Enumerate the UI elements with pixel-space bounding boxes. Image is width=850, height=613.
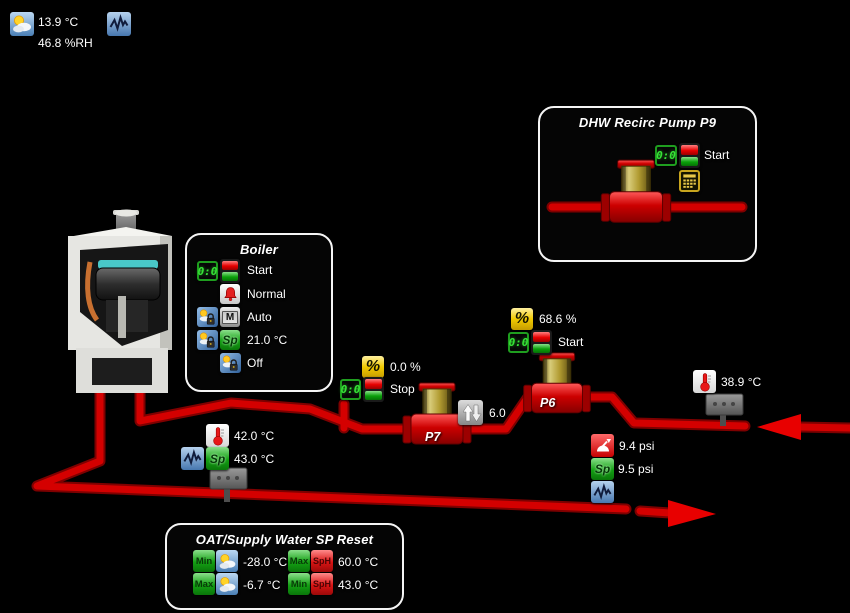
boiler-graphic[interactable] xyxy=(68,209,172,394)
oat-min-icon: Min xyxy=(193,550,215,572)
p7-status-label: Stop xyxy=(390,382,415,396)
p6-run-status-icon xyxy=(531,330,552,355)
flow-arrow-return xyxy=(757,414,801,440)
sp-max-icon: Max xyxy=(288,550,310,572)
sp-max-sph-icon[interactable]: SpH xyxy=(311,550,333,572)
return-thermometer-icon xyxy=(693,370,716,393)
p6-pump-label[interactable]: P6 xyxy=(540,396,556,410)
outdoor-trend-icon[interactable] xyxy=(107,12,131,36)
differential-icon xyxy=(458,400,483,425)
boiler-setpoint-icon[interactable]: Sp xyxy=(220,330,240,350)
oat-min-value: -28.0 °C xyxy=(243,555,288,569)
outdoor-humidity-value: 46.8 %RH xyxy=(38,36,93,50)
outdoor-temp-value: 13.9 °C xyxy=(38,15,79,29)
p7-percent-icon: % xyxy=(362,356,384,378)
boiler-alarm-bell-icon xyxy=(220,284,240,304)
dhw-panel-title: DHW Recirc Pump P9 xyxy=(578,115,717,130)
dhw-timer-icon[interactable]: 0:0 xyxy=(655,145,677,166)
pressure-value: 9.4 psi xyxy=(619,439,655,453)
oat-panel-title: OAT/Supply Water SP Reset xyxy=(195,532,374,547)
dhw-run-status-icon xyxy=(679,143,700,168)
boiler-mode-override-lock-icon[interactable] xyxy=(197,307,218,327)
boiler-occupancy-label: Off xyxy=(247,356,263,370)
sp-min-sph-icon[interactable]: SpH xyxy=(311,573,333,595)
supply-trend-icon[interactable] xyxy=(181,447,204,470)
sp-min-value: 43.0 °C xyxy=(338,578,379,592)
pressure-setpoint-icon[interactable]: Sp xyxy=(591,458,614,480)
boiler-sp-override-lock-icon[interactable] xyxy=(197,330,218,350)
boiler-alarm-label: Normal xyxy=(247,287,286,301)
p6-percent-icon: % xyxy=(511,308,533,330)
boiler-run-status-icon xyxy=(220,259,240,283)
boiler-occ-override-lock-icon[interactable] xyxy=(220,353,241,373)
boiler-mode-label: Auto xyxy=(247,310,272,324)
pressure-trend-icon[interactable] xyxy=(591,481,614,503)
oat-min-weather-icon xyxy=(216,550,238,572)
supply-thermometer-icon xyxy=(206,424,229,447)
p6-timer-icon[interactable]: 0:0 xyxy=(508,332,529,353)
differential-value: 6.0 xyxy=(489,406,506,420)
pressure-setpoint-value: 9.5 psi xyxy=(618,462,654,476)
oat-max-value: -6.7 °C xyxy=(243,578,281,592)
dhw-pump-panel: DHW Recirc Pump P9 xyxy=(538,106,757,262)
boiler-mode-icon[interactable]: M xyxy=(220,307,240,327)
boiler-setpoint-value: 21.0 °C xyxy=(247,333,288,347)
p6-status-label: Start xyxy=(558,335,584,349)
oat-max-icon: Max xyxy=(193,573,215,595)
p7-pump-label[interactable]: P7 xyxy=(425,430,441,444)
supply-temp-value: 42.0 °C xyxy=(234,429,275,443)
return-sensor-box xyxy=(705,393,744,426)
return-temp-value: 38.9 °C xyxy=(721,375,762,389)
oat-max-weather-icon xyxy=(216,573,238,595)
boiler-status-label: Start xyxy=(247,263,273,277)
outdoor-weather-icon xyxy=(10,12,34,36)
p7-timer-icon[interactable]: 0:0 xyxy=(340,379,361,400)
pressure-gauge-icon xyxy=(591,434,614,457)
flow-arrow-supply xyxy=(668,500,716,527)
p6-speed-value: 68.6 % xyxy=(539,312,577,326)
pump-p9-graphic[interactable] xyxy=(600,159,672,223)
supply-setpoint-icon[interactable]: Sp xyxy=(206,447,229,470)
dhw-status-label: Start xyxy=(704,148,730,162)
pump-p6-graphic[interactable] xyxy=(523,352,591,414)
p7-run-status-icon xyxy=(363,377,384,402)
boiler-timer-icon[interactable]: 0:0 xyxy=(197,261,218,281)
p7-speed-value: 0.0 % xyxy=(390,360,421,374)
sp-max-value: 60.0 °C xyxy=(338,555,379,569)
supply-setpoint-value: 43.0 °C xyxy=(234,452,275,466)
dhw-schedule-icon[interactable] xyxy=(679,170,700,192)
sp-min-icon: Min xyxy=(288,573,310,595)
boiler-panel-title: Boiler xyxy=(239,242,279,257)
